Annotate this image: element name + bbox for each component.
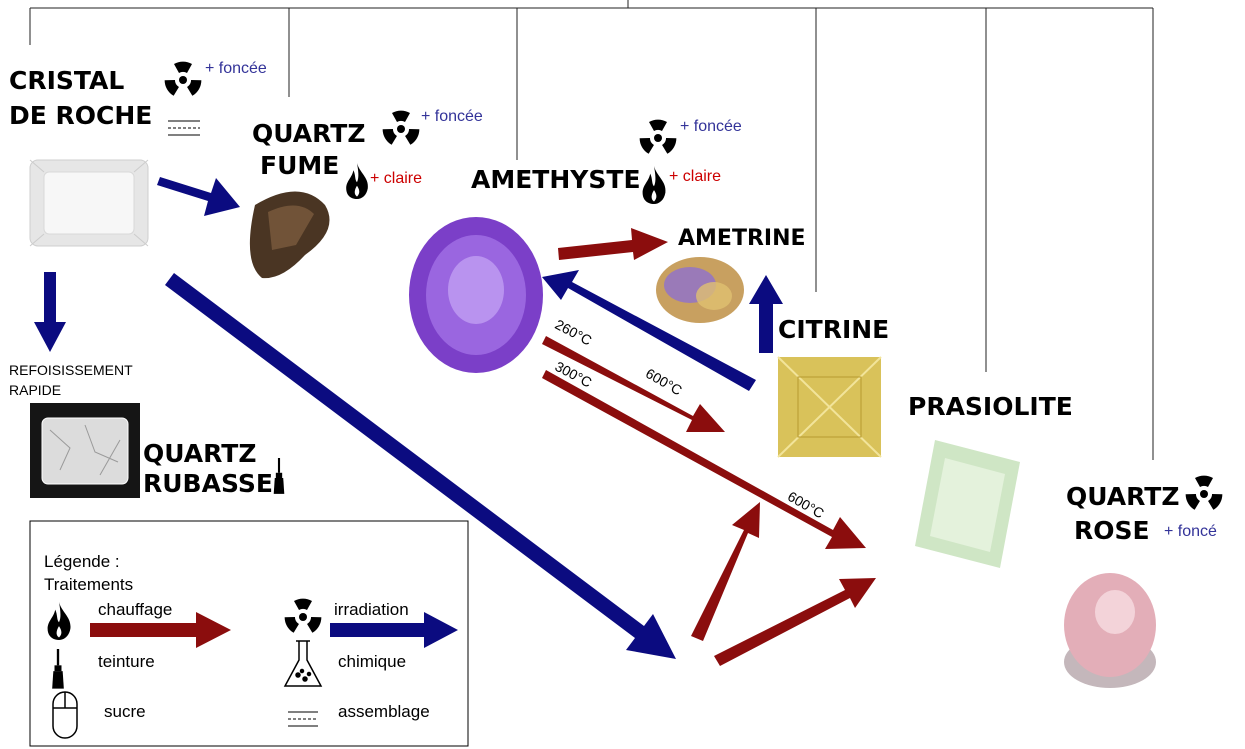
citrine-gem: [778, 357, 881, 457]
cristal-name-line2: DE ROCHE: [9, 99, 152, 133]
quartz-rubasse-gem: [30, 403, 140, 498]
legend-heat-label: chauffage: [98, 600, 172, 620]
cristal-name-line1: CRISTAL: [9, 64, 124, 98]
ametrine-gem: [656, 257, 744, 323]
amethyste-flame-icon: [643, 166, 666, 204]
rubasse-name-line2: RUBASSE: [143, 467, 273, 501]
rose-dark-note: + foncé: [1164, 523, 1217, 541]
quartz-rose-gem: [1064, 573, 1156, 688]
rose-irradiation-icon: [1184, 476, 1225, 511]
legend-sugar-label: sucre: [104, 702, 146, 722]
cristal-assembly-icon: [168, 121, 200, 135]
amethyste-light-note: + claire: [669, 168, 721, 186]
fume-light-note: + claire: [370, 170, 422, 188]
legend-assembly-label: assemblage: [338, 702, 430, 722]
rubasse-name-line1: QUARTZ: [143, 437, 256, 471]
prasiolite-name: PRASIOLITE: [908, 390, 1073, 424]
prasiolite-gem: [915, 440, 1020, 568]
legend-irradiation-label: irradiation: [334, 600, 409, 620]
rose-name-line1: QUARTZ: [1066, 480, 1179, 514]
amethyste-dark-note: + foncée: [680, 118, 742, 136]
legend-dye-label: teinture: [98, 652, 155, 672]
legend-title: Légende :: [44, 552, 120, 572]
legend-subtitle: Traitements: [44, 575, 133, 595]
amethyste-name: AMETHYSTE: [471, 163, 641, 197]
cristal-irradiation-icon: [163, 62, 204, 97]
rubasse-process-label: REFOISISSEMENT RAPIDE: [9, 360, 169, 400]
fume-irradiation-icon: [381, 111, 422, 146]
fume-dark-note: + foncée: [421, 108, 483, 126]
fume-name-line1: QUARTZ: [252, 117, 365, 151]
quartz-fume-gem: [250, 192, 330, 279]
rose-name-line2: ROSE: [1074, 514, 1150, 548]
amethyste-irradiation-icon: [638, 120, 679, 155]
fume-name-line2: FUME: [260, 149, 339, 183]
rubasse-dye-icon: [274, 458, 285, 494]
citrine-name: CITRINE: [778, 313, 889, 347]
amethyste-gem: [409, 217, 543, 373]
fume-flame-icon: [346, 163, 368, 199]
cristal-dark-note: + foncée: [205, 60, 267, 78]
cristal-de-roche-gem: [30, 160, 148, 246]
legend-chemical-label: chimique: [338, 652, 406, 672]
ametrine-name: AMETRINE: [678, 222, 806, 256]
